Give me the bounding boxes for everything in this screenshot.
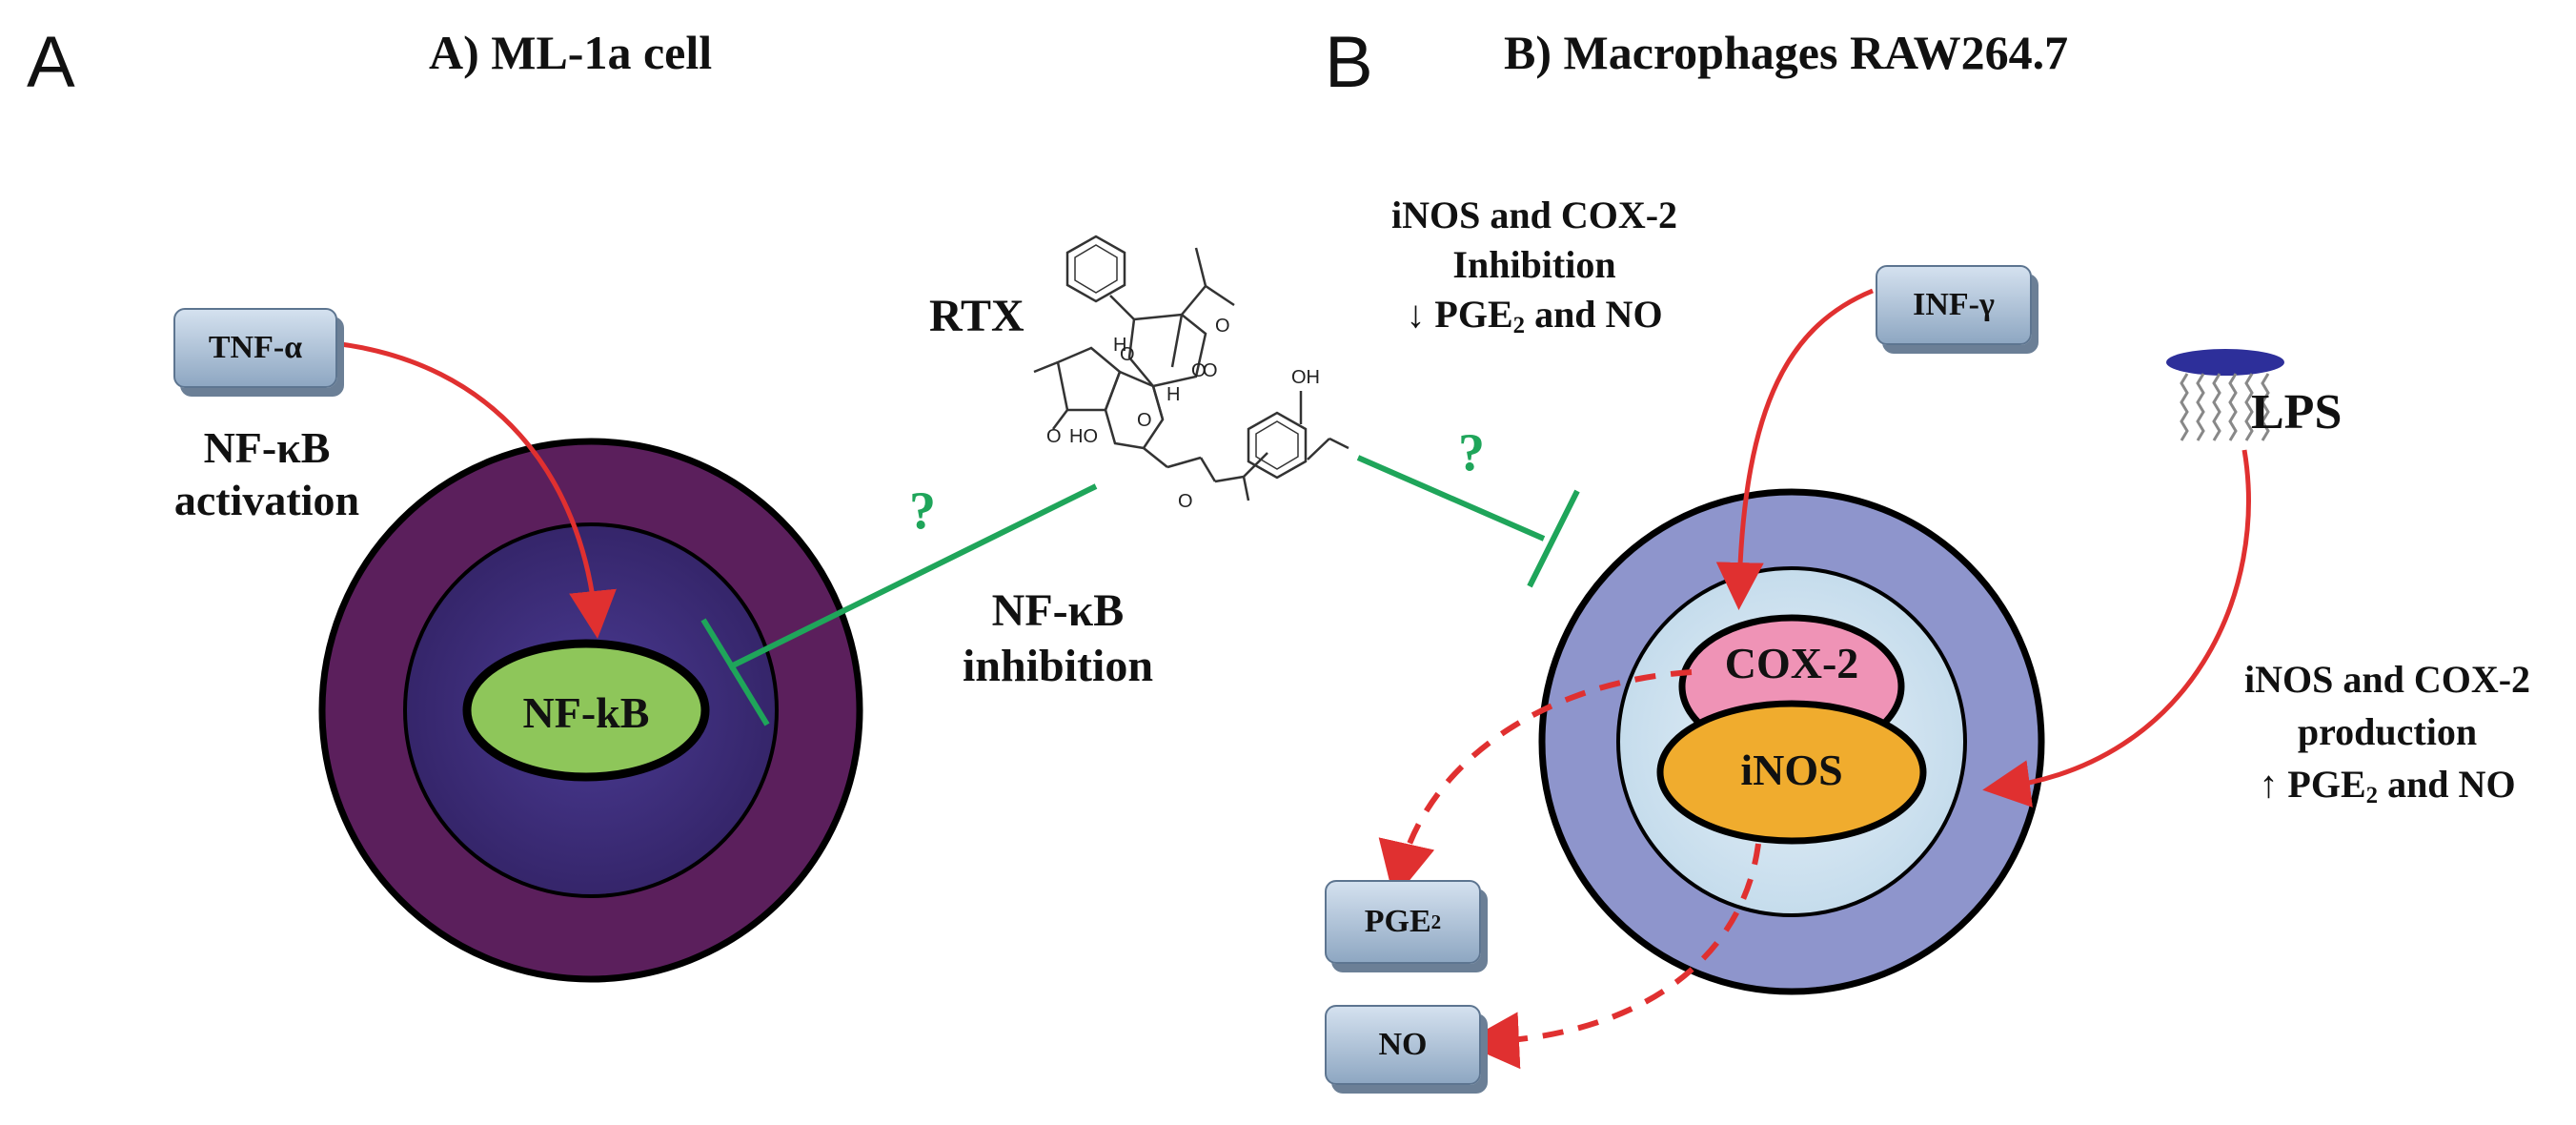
no-box: NO — [1325, 1005, 1481, 1085]
nfkb-inhibition-bar — [700, 483, 1098, 726]
inos-label: iNOS — [1740, 746, 1843, 794]
raw264-cell — [1538, 488, 2045, 995]
inos-to-no-arrow — [1462, 843, 1761, 1070]
lps-arrow — [1982, 449, 2251, 808]
question-mark-b: ? — [1458, 423, 1485, 482]
question-mark-a: ? — [909, 481, 936, 541]
inhibition-line1: iNOS and COX-2 — [1390, 194, 1678, 236]
lps-head — [2166, 349, 2284, 376]
nfkb-inhibition-line1: NF-κB — [991, 585, 1125, 636]
panel-b-title: B) Macrophages RAW264.7 — [1504, 26, 2069, 79]
inf-gamma-arrow — [1715, 288, 1874, 610]
svg-text:HO: HO — [1069, 426, 1098, 447]
svg-text:O: O — [1178, 491, 1193, 512]
inhibition-line3: ↓ PGE2 and NO — [1406, 293, 1663, 339]
svg-text:O: O — [1137, 410, 1152, 431]
inos-cox2-production-label: iNOS and COX-2 production ↑ PGE2 and NO — [2201, 653, 2573, 813]
cox2-label: COX-2 — [1724, 639, 1859, 687]
svg-text:O: O — [1215, 316, 1230, 337]
svg-text:O: O — [1203, 360, 1218, 381]
svg-text:O: O — [1046, 426, 1062, 447]
nfkb-activation-line2: activation — [173, 476, 360, 525]
rtx-structure — [1033, 235, 1349, 501]
inf-gamma-box: INF-γ — [1876, 265, 2032, 345]
svg-text:OH: OH — [1291, 367, 1320, 388]
panel-b-letter: B — [1325, 22, 1373, 103]
inos-cox2-inhibition-bar — [1356, 455, 1580, 588]
svg-text:H: H — [1166, 384, 1180, 405]
svg-text:O: O — [1191, 360, 1207, 381]
inhibition-line2: Inhibition — [1452, 243, 1616, 286]
nfkb-activation-label: NF-κB activation — [152, 421, 381, 526]
lps-molecule — [2166, 349, 2284, 441]
nfkb-inhibition-line2: inhibition — [962, 640, 1154, 691]
nf-kb-nucleus — [462, 639, 710, 782]
svg-text:H: H — [1113, 335, 1126, 356]
svg-text:O: O — [1120, 344, 1135, 365]
rtx-atom-labels: H O O O HO H O O O OH O — [1046, 316, 1320, 512]
panel-a-title: A) ML-1a cell — [429, 26, 713, 79]
production-line3: ↑ PGE2 and NO — [2259, 763, 2516, 809]
production-line2: production — [2297, 710, 2478, 754]
lps-label: LPS — [2251, 385, 2343, 440]
nucleus-a-label: NF-kB — [522, 688, 650, 737]
rtx-label: RTX — [929, 291, 1024, 341]
production-line1: iNOS and COX-2 — [2243, 658, 2531, 701]
tnf-alpha-box: TNF-α — [173, 308, 337, 388]
ml1a-cell — [318, 438, 863, 983]
cox2-to-pge2-arrow — [1378, 669, 1693, 900]
nfkb-inhibition-label: NF-κB inhibition — [915, 583, 1201, 693]
panel-a-letter: A — [27, 22, 75, 103]
tnf-activation-arrow — [333, 340, 617, 639]
nfkb-activation-line1: NF-κB — [203, 423, 331, 472]
inos-cox2-inhibition-label: iNOS and COX-2 Inhibition ↓ PGE2 and NO — [1315, 191, 1754, 341]
inos-enzyme — [1656, 700, 1927, 845]
